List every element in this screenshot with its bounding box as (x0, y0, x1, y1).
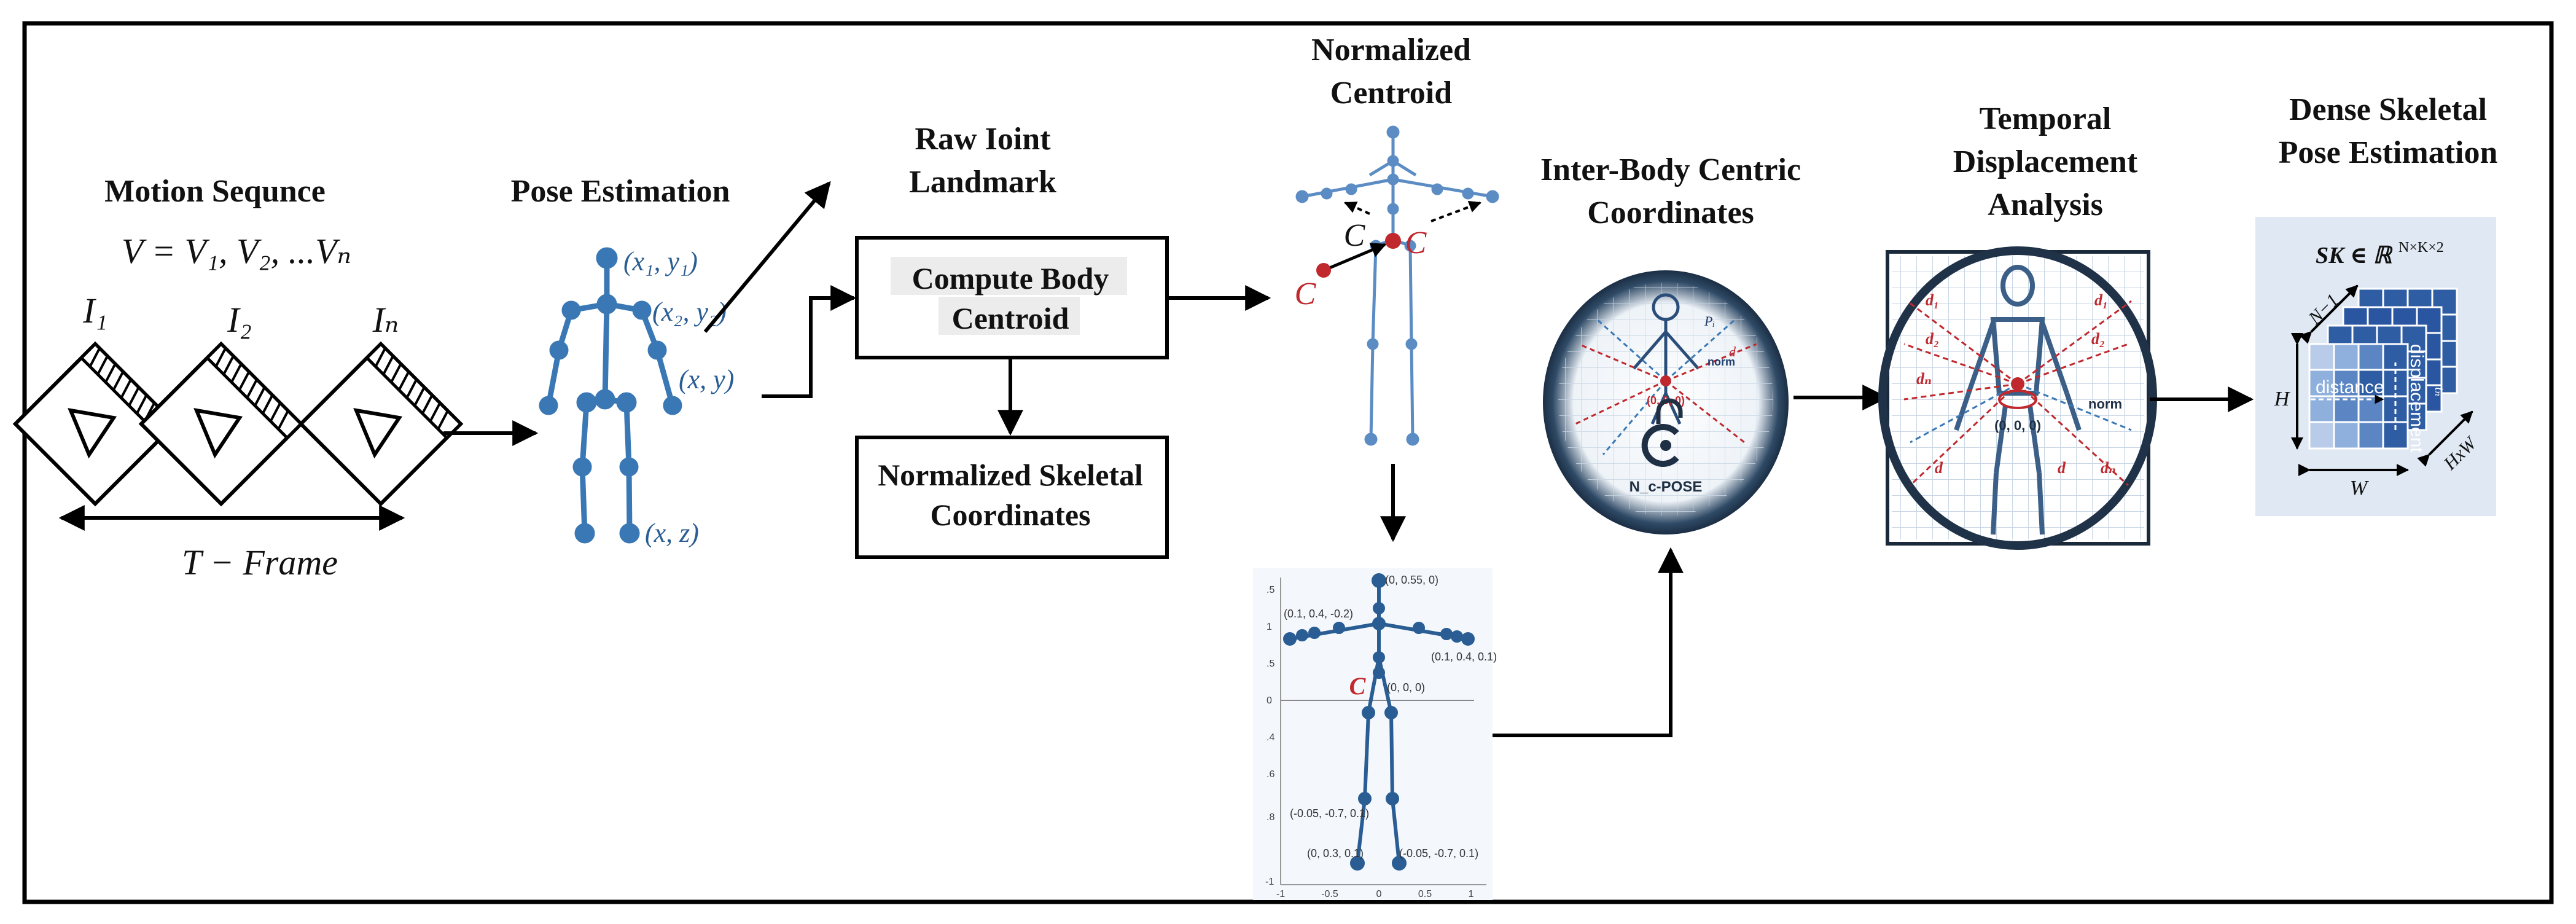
temporal-title-line2: Displacement (1953, 144, 2138, 179)
plot-label-origin: (0, 0, 0) (1387, 681, 1425, 694)
plot-ytick-8: -1 (1265, 877, 1274, 887)
arrow-plot-to-interbody (1493, 547, 1684, 737)
plot-ytick-4: 0 (1267, 695, 1272, 706)
centroid-marker-3: C (1405, 225, 1427, 260)
centroid-marker-1: C (1295, 276, 1317, 311)
film-frame-2-icon (138, 341, 304, 507)
arrow-pose-to-compute (762, 285, 857, 398)
plot-xtick-3: 0 (1376, 889, 1382, 899)
plot-label-left-knee: (-0.05, -0.7, 0.1) (1290, 807, 1369, 820)
dense-h: H (2274, 388, 2291, 410)
raw-title-line2: Landmark (909, 165, 1056, 200)
t-frame-label: T − Frame (182, 542, 338, 582)
centroid-title-line1: Normalized (1311, 33, 1471, 68)
temporal-d-8: dₙ (2101, 459, 2116, 477)
plot-ytick-2: 1 (1267, 622, 1272, 632)
plot-ytick-6: .6 (1267, 769, 1274, 780)
interbody-logo-text: N_c-POSE (1630, 479, 1703, 495)
plot-label-right-foot: (-0.05, -0.7, 0.1) (1399, 847, 1478, 859)
normalized-label-line2: Coordinates (930, 498, 1090, 532)
temporal-title-line3: Analysis (1988, 187, 2103, 222)
motion-formula: V = V₁, V₂, ...Vₙ (122, 231, 351, 271)
motion-sequence-stage: Motion Sequnce V = V₁, V₂, ...Vₙ I₁ I₂ I… (12, 174, 464, 582)
pose-coord-3: (x, y) (679, 364, 734, 394)
raw-landmark-stage: Raw Ioint Landmark Compute Body Centroid… (855, 122, 1169, 559)
temporal-stage: Temporal Displacement Analysis (1878, 101, 2157, 550)
centroid-title-line2: Centroid (1330, 76, 1452, 111)
compute-label-line2: Centroid (952, 301, 1069, 335)
inter-body-stage: Inter-Body Centric Coordinates (0, 0, 0)… (1540, 152, 1801, 534)
nc-pose-logo-icon (1641, 398, 1683, 467)
interbody-point: Pᵢ (1704, 313, 1715, 329)
outer-border (22, 21, 2554, 904)
interbody-norm: norm (1708, 356, 1735, 368)
arrow-pose-diagonal (703, 181, 831, 333)
plot-ytick-3: .5 (1267, 659, 1274, 669)
temporal-origin: (0, 0, 0) (1994, 418, 2041, 433)
plot-label-right-arm: (0.1, 0.4, 0.1) (1431, 651, 1497, 663)
centroid-marker-2: C (1344, 218, 1366, 253)
dense-title-line1: Dense Skeletal (2289, 92, 2487, 127)
pose-coord-2: (x₂, y₂) (652, 297, 727, 327)
plot-skeleton-icon (1283, 573, 1475, 871)
frame-label-n: Iₙ (372, 300, 399, 340)
temporal-d-7: d (2058, 459, 2066, 477)
pose-coord-1: (x₁, y₁) (623, 246, 698, 276)
plot-label-left-arm: (0.1, 0.4, -0.2) (1284, 608, 1353, 620)
normalized-coords-box (855, 436, 1169, 559)
temporal-d-4: d (1935, 459, 1943, 477)
dense-formula: SK ∈ ℝ (2316, 243, 2394, 268)
dense-displacement: displacement (2406, 344, 2427, 453)
plot-xtick-1: -1 (1276, 889, 1285, 899)
interbody-title-line1: Inter-Body Centric (1540, 152, 1801, 187)
plot-xtick-2: -0.5 (1321, 889, 1338, 899)
dense-distance: distance (2316, 377, 2384, 397)
temporal-d-5: d₁ (2094, 291, 2108, 309)
plot-x-ticks: -1 -0.5 0 0.5 1 (1276, 889, 1474, 899)
interbody-title-line2: Coordinates (1587, 195, 1754, 230)
raw-title-line1: Raw Ioint (915, 122, 1051, 157)
frame-label-2: I₂ (227, 300, 251, 340)
centroid-skeleton-icon (1295, 125, 1499, 446)
plot-label-left-foot: (0, 0.3, 0.1) (1307, 847, 1364, 859)
motion-title: Motion Sequnce (104, 174, 326, 209)
pose-coord-4: (x, z) (645, 518, 699, 548)
temporal-title-line1: Temporal (1980, 101, 2112, 136)
dense-title-line2: Pose Estimation (2279, 135, 2498, 170)
film-frame-n-icon (298, 341, 464, 507)
interbody-d: d (1729, 344, 1736, 359)
compute-label-line1: Compute Body (912, 261, 1109, 296)
dense-w: W (2350, 477, 2369, 499)
dense-tn: tₙ (2432, 387, 2448, 396)
temporal-norm: norm (2088, 396, 2122, 412)
normalized-centroid-stage: Normalized Centroid (1295, 33, 1499, 446)
frame-label-1: I₁ (82, 291, 107, 331)
temporal-d-1: d₁ (1926, 291, 1939, 309)
dense-formula-sup: N×K×2 (2398, 240, 2444, 256)
plot-y-ticks: .5 1 .5 0 .4 .6 .8 -1 (1265, 585, 1274, 887)
plot-ytick-1: .5 (1267, 585, 1274, 595)
temporal-body-icon (1954, 265, 2082, 535)
normalized-label-line1: Normalized Skeletal (878, 458, 1143, 492)
temporal-d-2: d₂ (1926, 330, 1939, 348)
pose-skeleton-icon (539, 247, 682, 544)
plot-xtick-4: 0.5 (1418, 889, 1432, 899)
plot-centroid-marker: C (1349, 672, 1367, 700)
temporal-d-3: dₙ (1916, 370, 1932, 388)
temporal-d-6: d₂ (2091, 330, 2105, 348)
plot-xtick-5: 1 (1469, 889, 1474, 899)
plot-ytick-5: .4 (1267, 732, 1274, 743)
dense-skeletal-stage: Dense Skeletal Pose Estimation SK ∈ ℝ N×… (2255, 92, 2497, 516)
pose-title: Pose Estimation (511, 174, 730, 209)
plot-ytick-7: .8 (1267, 812, 1274, 823)
pose-estimation-stage: Pose Estimation (511, 174, 831, 548)
plot-label-head: (0, 0.55, 0) (1385, 574, 1438, 586)
normalized-skeleton-plot: C (0, 0.55, 0) (0.1, 0.4, -0.2) (0.1, 0.… (1253, 568, 1497, 900)
